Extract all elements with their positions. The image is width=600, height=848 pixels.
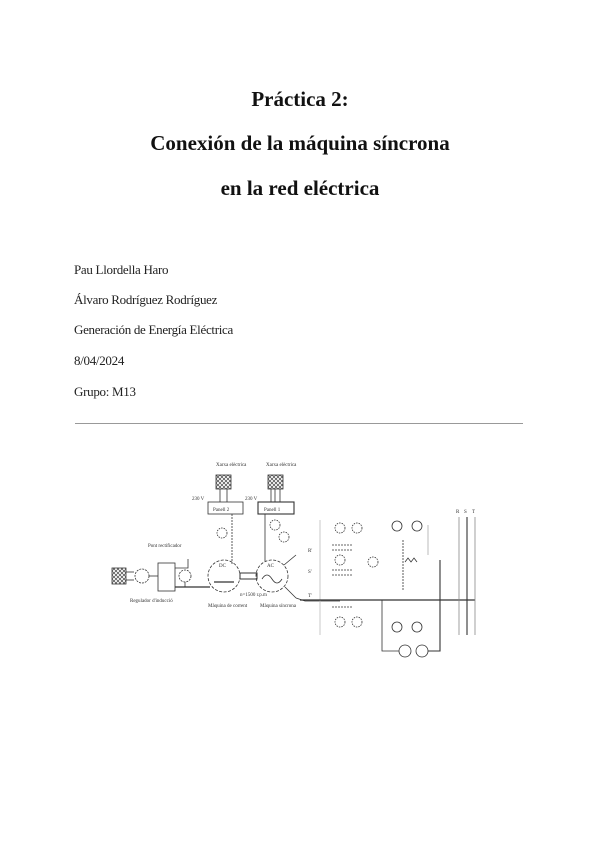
- horizontal-divider: [75, 423, 523, 424]
- label-rectifier: Pont rectificador: [148, 544, 182, 549]
- label-ac: AC: [267, 564, 275, 569]
- author-2: Álvaro Rodríguez Rodríguez: [74, 292, 218, 307]
- label-source-right: Xarxa elèctrica: [266, 463, 297, 468]
- label-phase-s: S': [308, 570, 312, 575]
- document-title-line-2: Conexión de la máquina síncrona: [150, 131, 450, 155]
- label-dc-machine: Màquina de corrent: [208, 604, 248, 609]
- course-name: Generación de Energía Eléctrica: [74, 322, 234, 337]
- document-date: 8/04/2024: [74, 353, 125, 368]
- document-title-line-3: en la red eléctrica: [220, 176, 380, 200]
- label-voltage-right: 230 V: [245, 497, 258, 502]
- label-bus-r: R: [456, 510, 460, 515]
- label-speed: n=1500 r.p.m: [240, 593, 267, 598]
- label-voltage-left: 230 V: [192, 497, 205, 502]
- label-dc: DC: [219, 564, 227, 569]
- label-bus-s: S: [464, 510, 467, 515]
- document-title-line-1: Práctica 2:: [251, 87, 349, 111]
- group-label: Grupo: M13: [74, 384, 136, 399]
- label-ac-machine: Màquina síncrona: [260, 604, 297, 609]
- label-phase-r: R': [308, 549, 312, 554]
- author-1: Pau Llordella Haro: [74, 262, 169, 277]
- label-phase-t: T': [308, 594, 312, 599]
- label-panel-right: Panell 1: [264, 508, 281, 513]
- label-bus-t: T: [472, 510, 475, 515]
- circuit-diagram: Xarxa elèctrica Xarxa elèctrica 230 V 23…: [100, 455, 490, 665]
- label-regulator: Regulador d'inducció: [130, 599, 173, 604]
- label-panel-left: Panell 2: [213, 508, 230, 513]
- label-source-left: Xarxa elèctrica: [216, 463, 247, 468]
